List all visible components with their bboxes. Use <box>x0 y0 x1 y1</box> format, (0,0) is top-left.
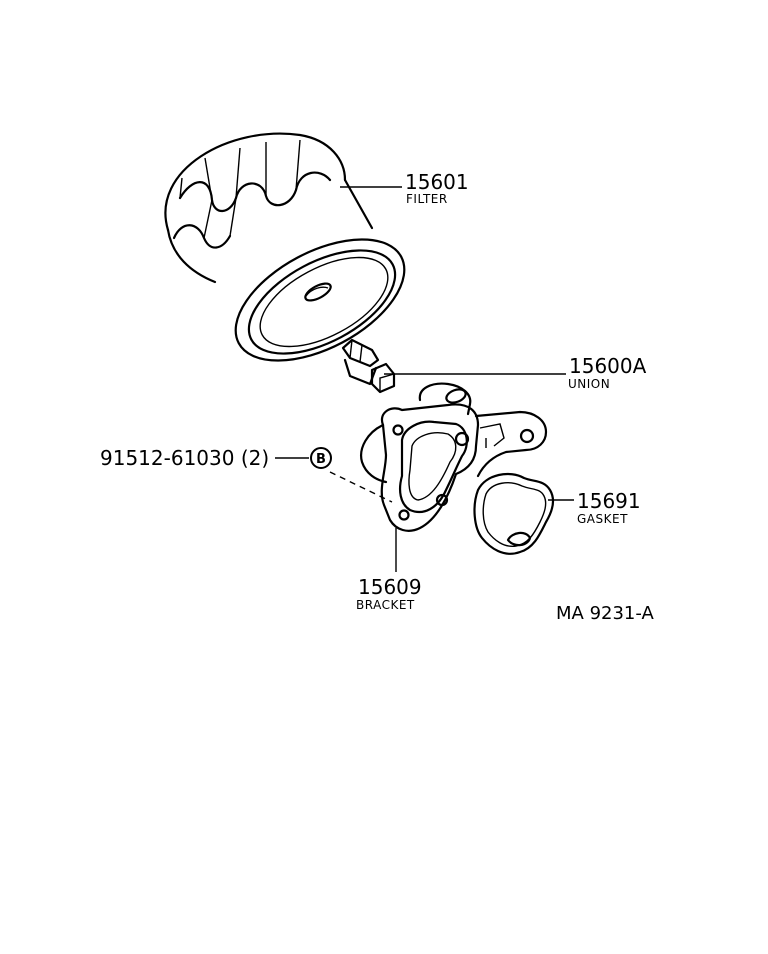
union-drawing <box>341 338 396 394</box>
bracket-part-number: 15609 <box>358 575 422 599</box>
bolt-part-number: 91512-61030 (2) <box>100 446 269 470</box>
gasket-drawing <box>473 472 555 555</box>
oil-filter-drawing <box>164 132 406 362</box>
union-part-number: 15600A <box>569 354 647 378</box>
bracket-drawing <box>360 382 548 532</box>
filter-part-number: 15601 <box>405 170 469 194</box>
leader-lines <box>275 186 574 572</box>
bolt-marker: B <box>310 447 332 469</box>
filter-part-name: FILTER <box>406 192 448 206</box>
diagram-reference-code: MA 9231-A <box>556 603 654 624</box>
gasket-part-name: GASKET <box>577 512 628 526</box>
gasket-part-number: 15691 <box>577 489 641 513</box>
bolt-marker-letter: B <box>316 452 326 467</box>
bracket-part-name: BRACKET <box>356 598 415 612</box>
union-part-name: UNION <box>568 377 610 391</box>
